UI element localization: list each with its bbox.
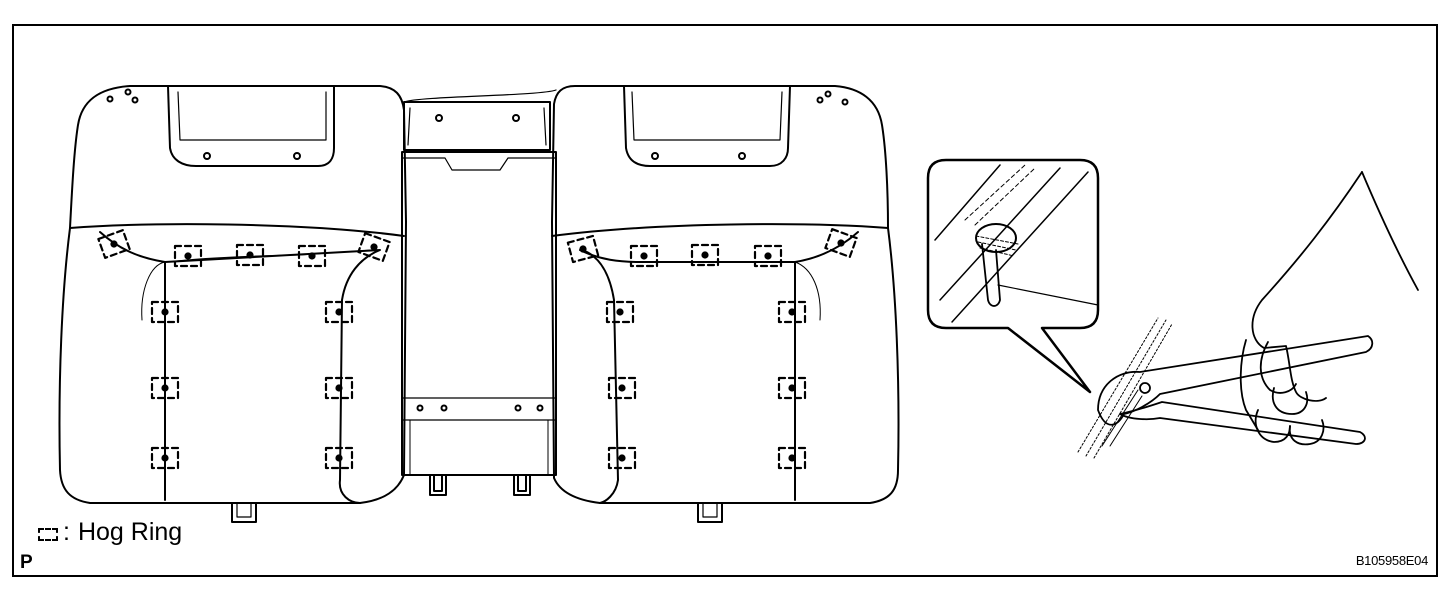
hand bbox=[1251, 171, 1363, 402]
diagram-frame bbox=[12, 24, 1438, 577]
hog-ring-marker bbox=[607, 446, 637, 470]
legend-label: Hog Ring bbox=[77, 518, 183, 546]
hog-ring-marker bbox=[324, 446, 354, 470]
left-seatback-upper bbox=[69, 85, 407, 229]
hog-ring-marker bbox=[235, 243, 265, 267]
hand-pliers-illustration bbox=[1077, 171, 1419, 459]
hog-ring-marker bbox=[690, 243, 720, 267]
hog-ring-marker bbox=[324, 376, 354, 400]
hog-ring-marker bbox=[566, 234, 600, 264]
legend: : Hog Ring bbox=[38, 518, 182, 547]
left-seatback bbox=[58, 85, 407, 523]
hog-ring-marker bbox=[173, 244, 203, 268]
left-seatback-lower bbox=[58, 221, 407, 504]
center-armrest-opening bbox=[401, 151, 557, 476]
hog-ring-marker bbox=[777, 376, 807, 400]
hog-ring-marker bbox=[824, 228, 858, 258]
callout-bubble bbox=[926, 158, 1100, 394]
hog-ring-marker bbox=[150, 446, 180, 470]
right-seam bbox=[579, 231, 859, 263]
hog-ring-marker bbox=[753, 244, 783, 268]
left-headrest-recess bbox=[167, 85, 335, 167]
hog-ring-marker bbox=[357, 232, 391, 262]
right-bottom-bracket bbox=[697, 502, 723, 523]
hog-ring-marker bbox=[777, 300, 807, 324]
legend-separator: : bbox=[63, 518, 70, 546]
pliers bbox=[1097, 335, 1374, 426]
hog-ring-marker bbox=[150, 300, 180, 324]
left-bottom-bracket bbox=[231, 502, 257, 523]
right-seatback-upper bbox=[551, 85, 889, 229]
right-seatback bbox=[551, 85, 900, 523]
right-seatback-lower bbox=[551, 221, 900, 504]
hog-ring-marker bbox=[607, 376, 637, 400]
center-top-panel bbox=[403, 101, 551, 151]
right-headrest-recess bbox=[623, 85, 791, 167]
hog-rings bbox=[97, 228, 858, 470]
hog-ring-marker bbox=[777, 446, 807, 470]
hog-ring-marker bbox=[150, 376, 180, 400]
hog-ring-marker bbox=[97, 229, 131, 259]
hog-ring-marker bbox=[324, 300, 354, 324]
detail-callout bbox=[926, 158, 1100, 394]
hog-ring-marker bbox=[605, 300, 635, 324]
left-seam bbox=[99, 231, 381, 504]
hog-ring-marker bbox=[297, 244, 327, 268]
hog-ring-marker bbox=[629, 244, 659, 268]
hog-ring-legend-icon bbox=[38, 528, 58, 541]
center-section bbox=[401, 89, 557, 496]
figure-id: B105958E04 bbox=[1355, 553, 1428, 568]
corner-label: P bbox=[20, 552, 33, 573]
